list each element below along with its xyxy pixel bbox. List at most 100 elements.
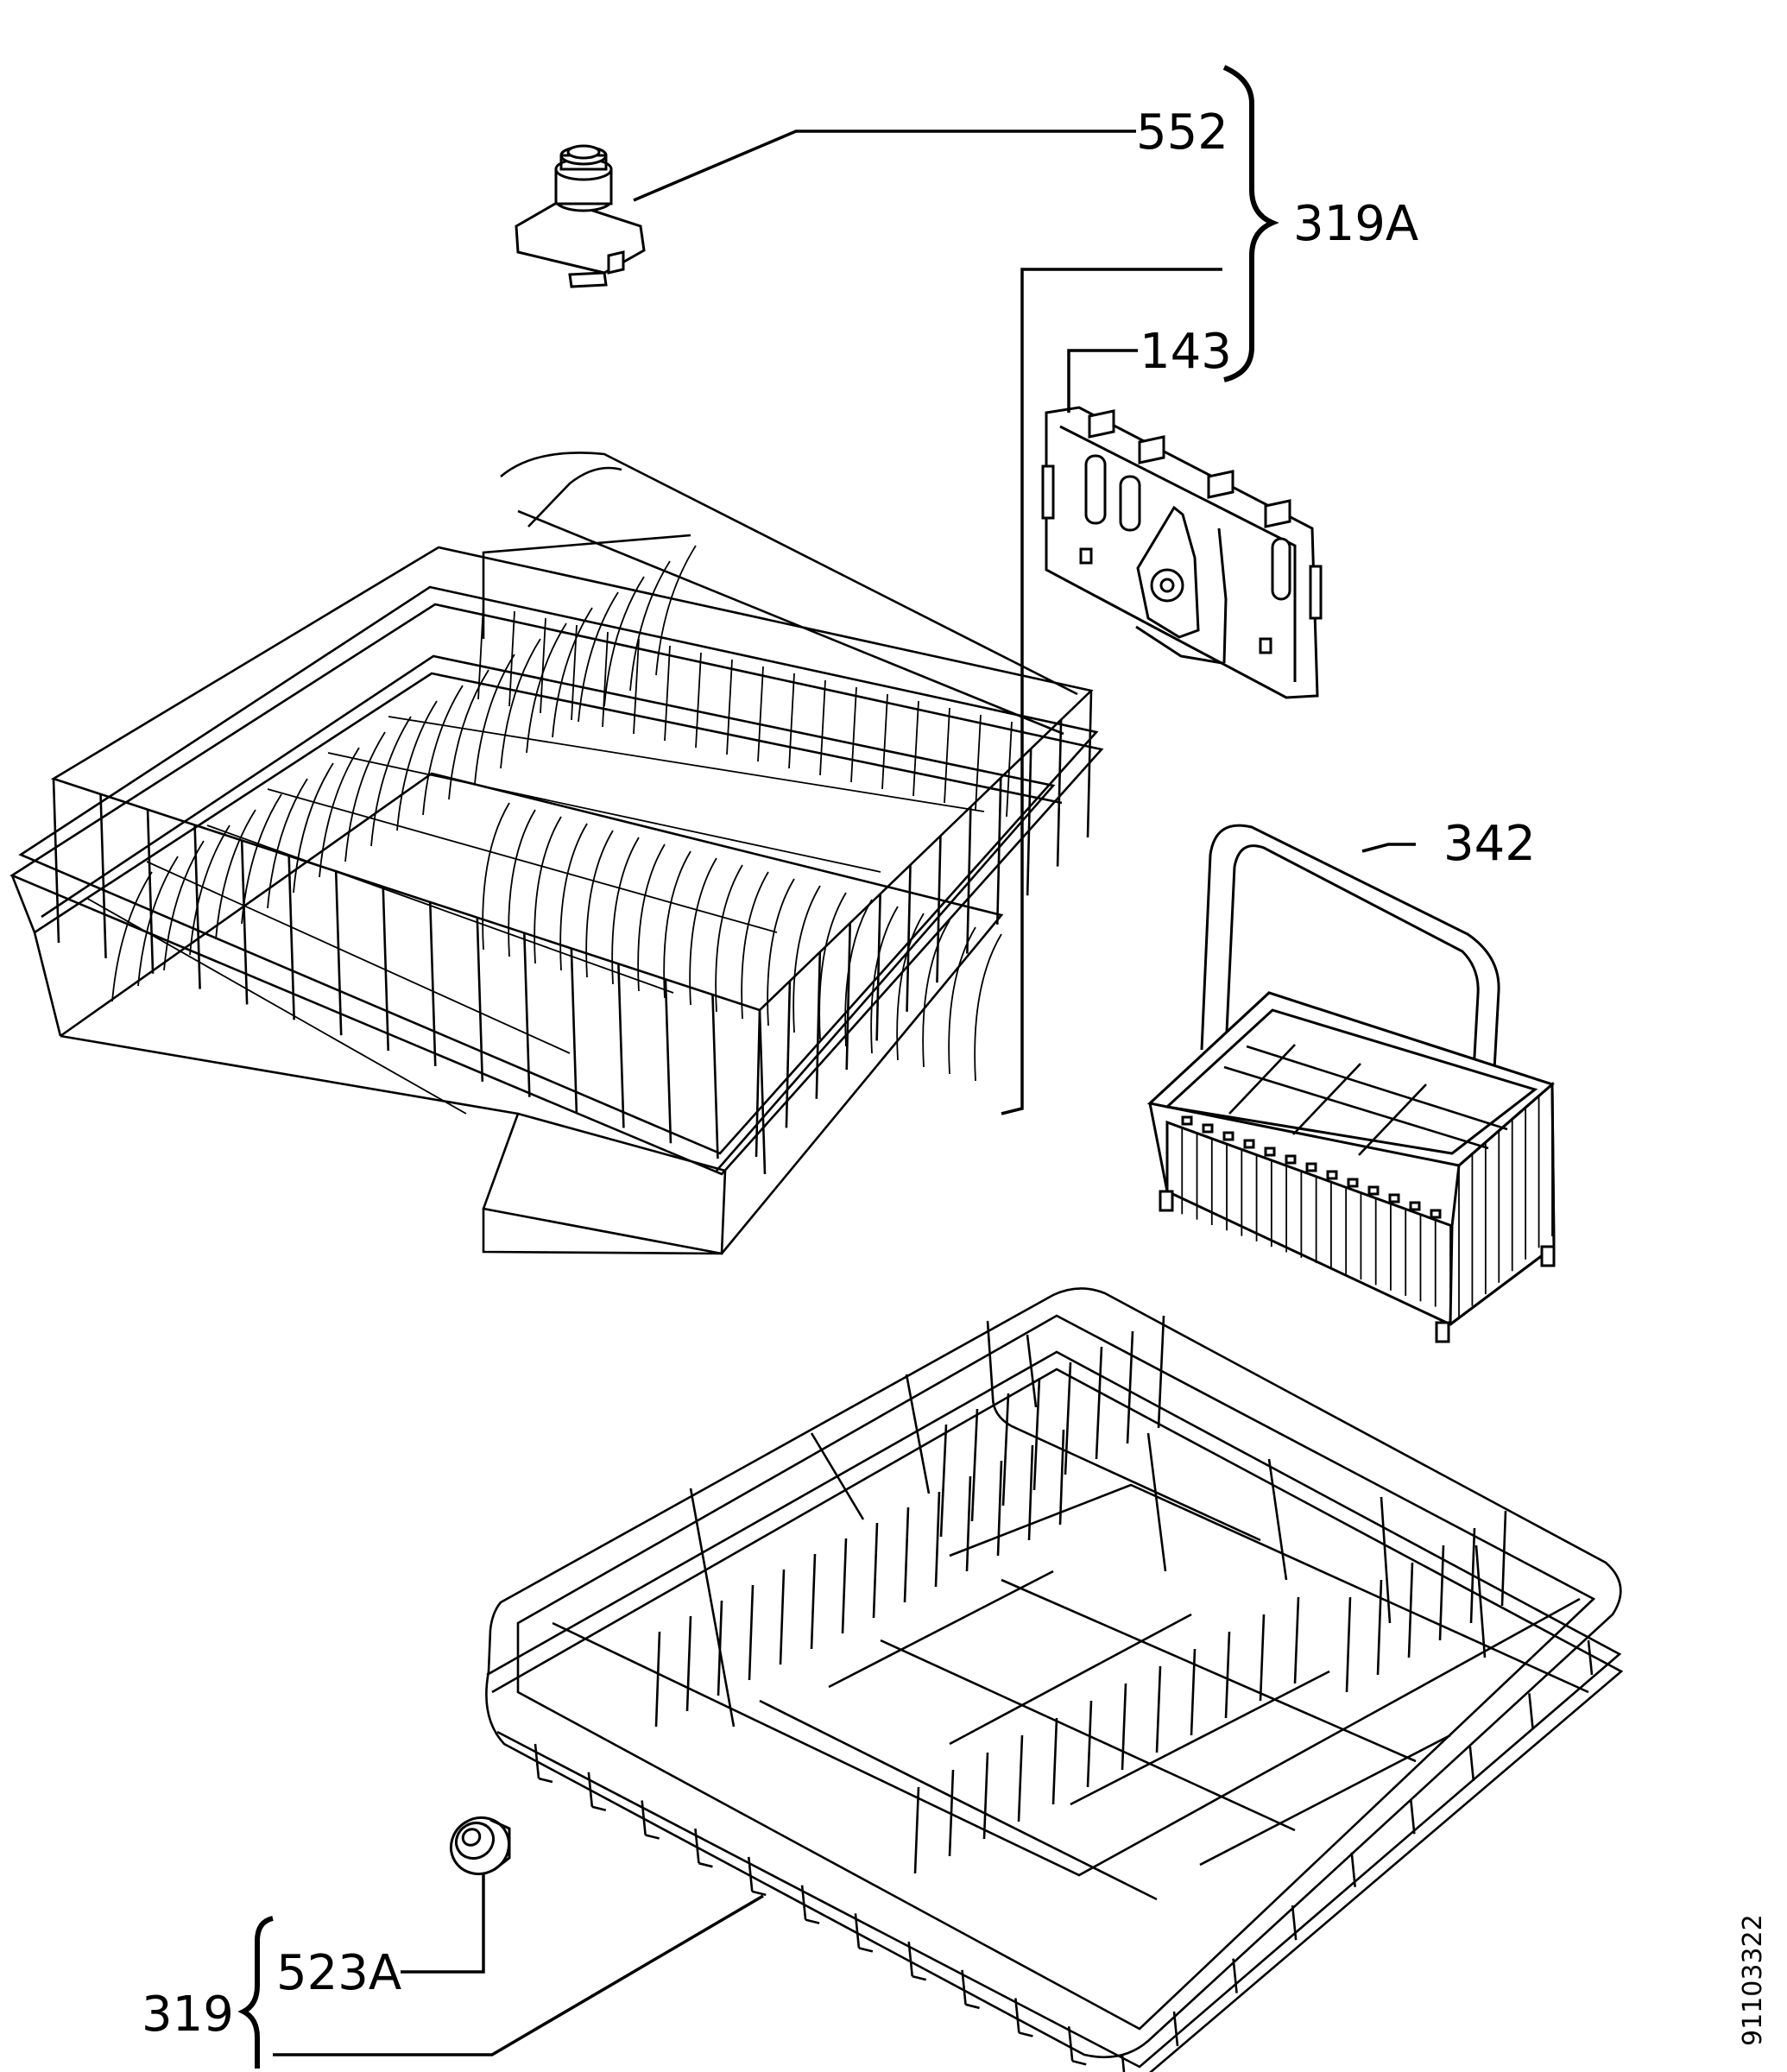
rack-tine [934,1491,941,1588]
rack-tine [748,1584,755,1681]
rack-tine [370,716,412,847]
rack-leg [538,1777,553,1784]
rack-tine [1293,1596,1300,1684]
rack-tine [1017,1734,1024,1822]
basket-rim-hole [1388,1193,1400,1203]
rack-tine [767,878,795,1027]
rack-tine [655,545,697,676]
part-143-clip-plate [1041,406,1323,699]
rack-tine [1086,1700,1093,1788]
rack-side-wire [570,948,578,1113]
rack-tine [396,700,438,831]
rack-rail [206,824,674,994]
rack-tine [896,913,925,1061]
rack-tine [1095,1346,1103,1460]
rack-tine [948,1769,955,1857]
rack-tine [1001,1393,1010,1507]
rack-leg [1291,1905,1298,1941]
rack-leg [641,1800,647,1835]
rack-tine [792,885,821,1033]
rack-tine [603,576,645,707]
rack-tine [534,816,562,964]
basket-rim-hole [1367,1185,1380,1196]
rack-tine [293,762,334,894]
rack-tine [585,830,614,978]
rack-side-wire [664,979,672,1144]
rack-side-wire [845,923,852,1071]
bracket-319a [1222,65,1279,382]
rack-rail [85,897,467,1115]
rack-tine [1126,1330,1134,1444]
rack-tine [695,652,702,749]
upper-dish-rack [9,452,1104,1255]
rack-tine [689,857,717,1006]
label-552: 552 [1136,104,1228,161]
basket-rim-hole [1305,1162,1317,1172]
basket-rim-hole [1347,1178,1359,1188]
rack-leg [1019,2031,1033,2037]
rack-tine [982,1752,989,1840]
label-523a: 523A [276,1945,401,2001]
rack-leg [1067,2026,1074,2062]
rack-side-wire [758,1009,767,1175]
rack-tine [726,659,733,755]
rack-tine [1407,1562,1414,1658]
rack-tine [540,617,546,714]
rack-side-wire [815,951,822,1099]
rack-tine [850,686,857,783]
rack-tine [215,809,256,940]
rack-tine [913,1786,920,1874]
rack-side-wire [936,836,942,983]
rack-leg [961,1969,967,2005]
part-342-cutlery-basket [1146,824,1556,1343]
rack-side-wire [428,901,437,1066]
part-552-roller-bracket [515,144,646,288]
label-342: 342 [1443,816,1536,872]
basket-rim-hole [1409,1201,1421,1211]
rack-tine [571,624,578,721]
rack-leg [1350,1852,1357,1887]
rack-tine [578,591,619,723]
rack-side-wire [617,963,625,1128]
rack-tine [1064,1361,1072,1475]
basket-rim-hole [1202,1123,1214,1134]
label-319: 319 [142,1987,234,2043]
rack-tine [637,843,666,992]
rack-tine [1259,1614,1266,1702]
rack-tine [970,1408,979,1522]
rack-leg [912,1974,927,1981]
rack-tine [1027,1444,1034,1541]
basket-rim-hole [1326,1170,1338,1180]
rack-side-wire [1056,719,1063,867]
rack-tine [267,778,308,909]
basket-rim-hole [1285,1154,1297,1165]
rack-tine [602,631,609,728]
rack-tine [1051,1717,1058,1805]
rack-tine [508,610,515,707]
rack-tine [939,1424,948,1538]
rack-tine [881,693,888,790]
rack-side-wire [287,856,295,1020]
rack-leg [800,1885,807,1920]
lower-dish-rack [485,1287,1624,2072]
rack-leg [751,1890,767,1897]
rack-tine [611,837,640,985]
rack-leg [1468,1746,1475,1781]
rack-tine [912,700,919,797]
rack-side-wire [906,864,912,1012]
rack-tine [841,1538,848,1634]
rack-side-wire [382,887,390,1052]
rack-tine [474,654,515,785]
rack-tine [1121,1683,1127,1771]
bracket-319 [237,1916,274,2069]
rack-tine [996,1460,1003,1557]
leader-lines [273,130,1416,2056]
rack-tine [788,673,795,769]
rack-tine [872,1522,879,1619]
rack-tine [819,679,826,776]
rack-leg [747,1856,754,1892]
rack-tine [189,824,230,956]
rack-side-wire [99,793,107,958]
rack-side-wire [334,871,343,1036]
rack-side-wire [523,932,531,1097]
